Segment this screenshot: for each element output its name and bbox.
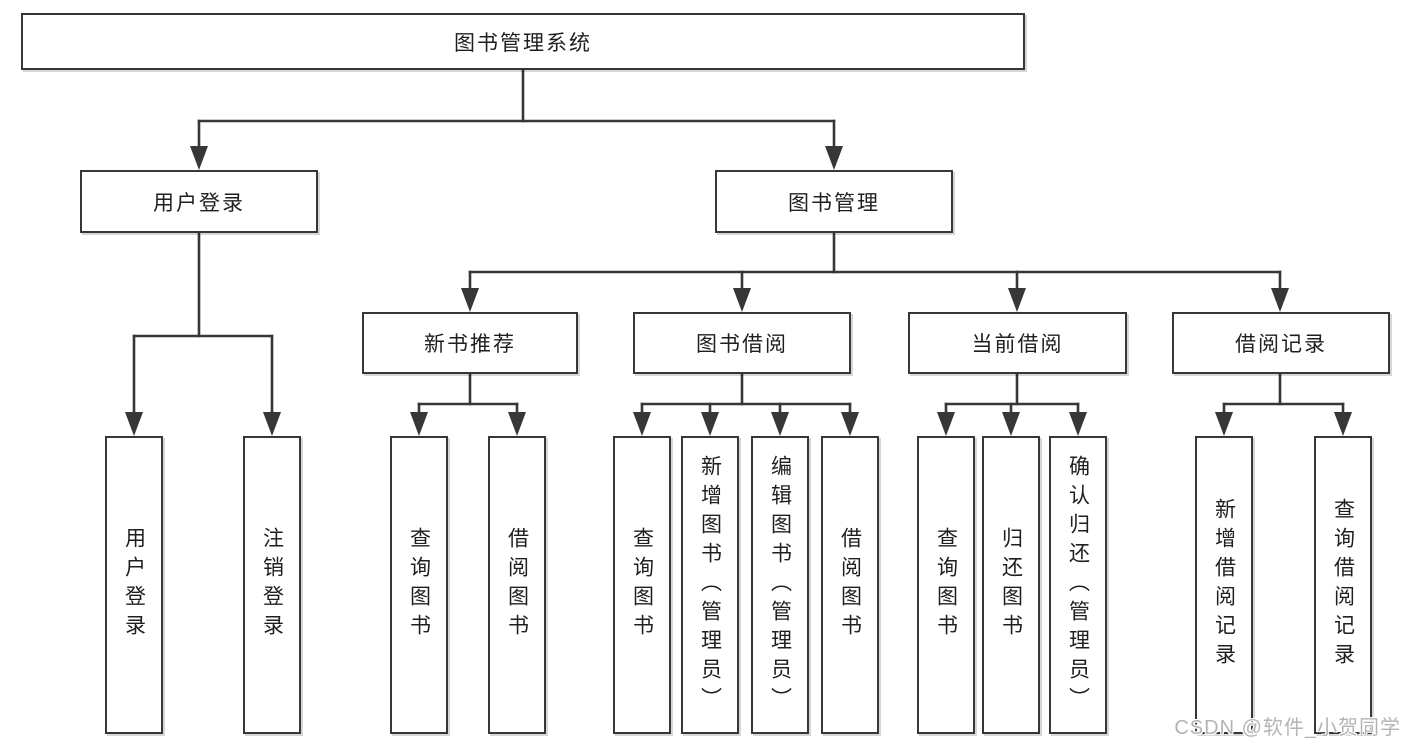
node-recommend-borrow-books-label: 借阅图书: [505, 527, 529, 643]
node-borrow-records-label: 借阅记录: [1235, 333, 1327, 356]
node-records-add-record-label: 新增借阅记录: [1212, 498, 1236, 672]
node-new-book-recommend: 新书推荐: [362, 312, 578, 374]
node-borrow-edit-books-admin-label: 编辑图书（管理员）: [768, 454, 792, 716]
node-user-login: 用户登录: [80, 170, 318, 233]
arrow-user-login: [190, 146, 208, 170]
node-library-system-label: 图书管理系统: [454, 31, 592, 55]
node-book-borrow-label: 图书借阅: [696, 333, 788, 356]
arrow-borrow: [733, 288, 751, 312]
watermark: CSDN @软件_小贺同学: [1174, 717, 1401, 739]
node-new-book-recommend-label: 新书推荐: [424, 333, 516, 356]
node-borrow-edit-books-admin: 编辑图书（管理员）: [751, 436, 809, 734]
node-borrow-query-books: 查询图书: [613, 436, 671, 734]
node-recommend-query-books: 查询图书: [390, 436, 448, 734]
node-recommend-query-books-label: 查询图书: [407, 527, 431, 643]
node-book-management-label: 图书管理: [788, 191, 880, 215]
node-book-management: 图书管理: [715, 170, 953, 233]
node-current-confirm-return-admin: 确认归还（管理员）: [1049, 436, 1107, 734]
node-current-query-books-label: 查询图书: [934, 527, 958, 643]
node-library-system: 图书管理系统: [21, 13, 1025, 70]
node-borrow-borrow-books: 借阅图书: [821, 436, 879, 734]
node-current-borrow: 当前借阅: [908, 312, 1127, 374]
node-user-login-label: 用户登录: [153, 191, 245, 215]
node-current-borrow-label: 当前借阅: [971, 333, 1064, 356]
node-borrow-borrow-books-label: 借阅图书: [838, 527, 862, 643]
node-borrow-records: 借阅记录: [1172, 312, 1390, 374]
node-records-query-record-label: 查询借阅记录: [1331, 498, 1355, 672]
node-recommend-borrow-books: 借阅图书: [488, 436, 546, 734]
node-current-return-books-label: 归还图书: [999, 527, 1023, 643]
arrow-current: [1008, 288, 1026, 312]
node-logout-label: 注销登录: [260, 527, 284, 643]
node-current-return-books: 归还图书: [982, 436, 1040, 734]
node-current-confirm-return-admin-label: 确认归还（管理员）: [1066, 454, 1090, 716]
arrow-records: [1271, 288, 1289, 312]
arrow-book-mgmt: [825, 146, 843, 170]
node-logout: 注销登录: [243, 436, 301, 734]
arrow-login-action: [125, 412, 143, 436]
node-user-login-action-label: 用户登录: [122, 527, 146, 643]
node-borrow-add-books-admin: 新增图书（管理员）: [681, 436, 739, 734]
arrow-recommend: [461, 288, 479, 312]
node-user-login-action: 用户登录: [105, 436, 163, 734]
node-records-add-record: 新增借阅记录: [1195, 436, 1253, 734]
node-borrow-add-books-admin-label: 新增图书（管理员）: [698, 454, 722, 716]
node-records-query-record: 查询借阅记录: [1314, 436, 1372, 734]
arrow-logout: [263, 412, 281, 436]
node-current-query-books: 查询图书: [917, 436, 975, 734]
node-book-borrow: 图书借阅: [633, 312, 851, 374]
node-borrow-query-books-label: 查询图书: [630, 527, 654, 643]
